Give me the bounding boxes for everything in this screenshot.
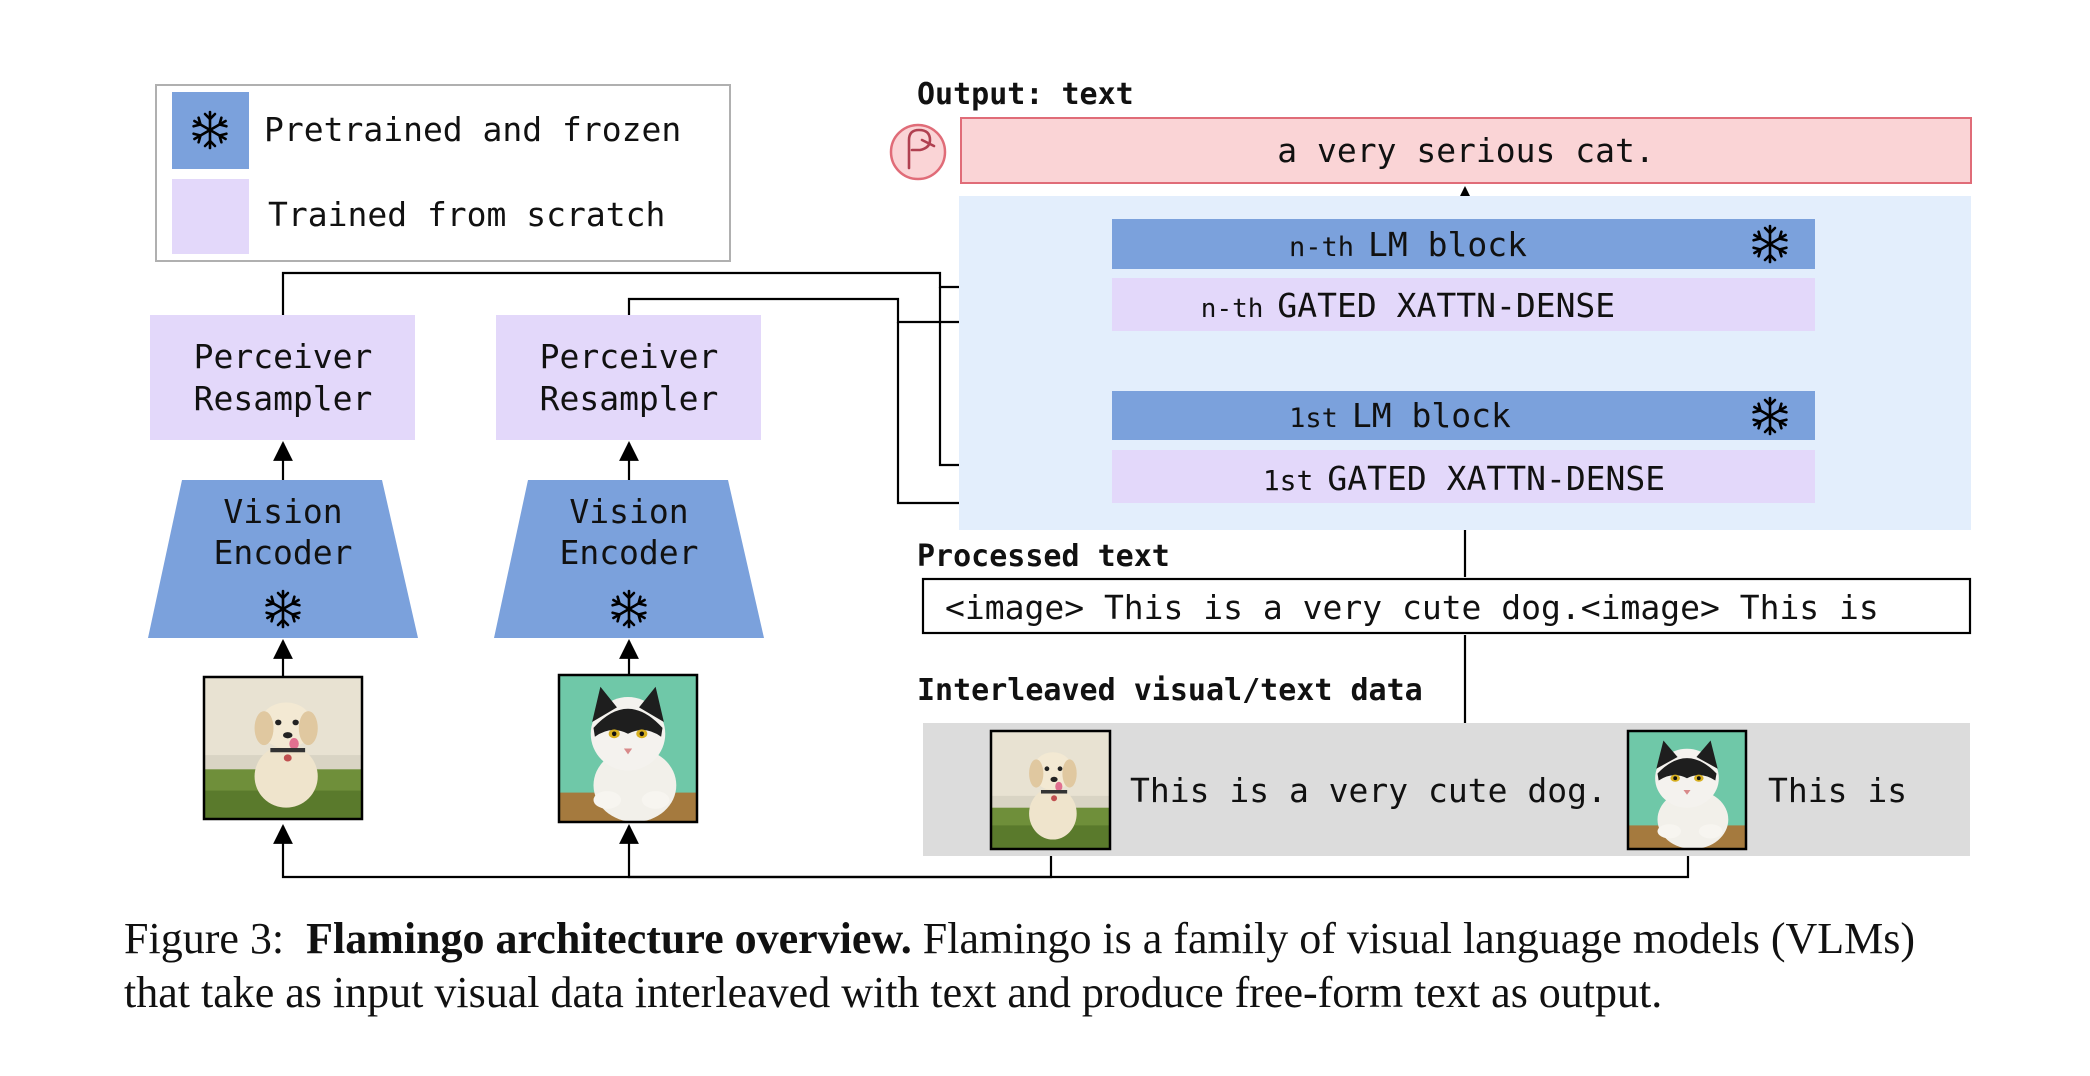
interleaved-data-section: Interleaved visual/text data This is a v… — [917, 673, 1970, 856]
caption-body: Flamingo is a family of visual language … — [124, 914, 1916, 1017]
interleaved-text-1: This is a very cute dog. — [1130, 771, 1607, 810]
vision-encoder-line1: Vision — [569, 492, 688, 531]
svg-text:n-th LM block: n-th LM block — [1289, 225, 1527, 264]
svg-text:n-th GATED XATTN-DENSE: n-th GATED XATTN-DENSE — [1201, 286, 1615, 325]
svg-text:1st GATED XATTN-DENSE: 1st GATED XATTN-DENSE — [1263, 459, 1665, 498]
connector-lines — [273, 186, 1690, 879]
legend-trained-label: Trained from scratch — [268, 195, 665, 234]
caption-prefix: Figure 3: — [124, 914, 285, 963]
vision-encoder-line2: Encoder — [213, 533, 352, 572]
dog-photo — [991, 731, 1110, 849]
vision-branch-2: Perceiver Resampler Vision Encoder — [494, 315, 764, 824]
architecture-diagram: Pretrained and frozen Trained from scrat… — [148, 77, 1972, 879]
dog-photo — [204, 677, 362, 819]
processed-text-section: Processed text <image> This is a very cu… — [917, 539, 1972, 635]
vision-branch-1: Perceiver Resampler Vision Encoder — [148, 315, 418, 821]
nth-lm-block — [1112, 219, 1815, 269]
first-lm-block — [1112, 391, 1815, 440]
svg-text:1st LM block: 1st LM block — [1289, 396, 1511, 435]
output-text: a very serious cat. — [1277, 131, 1655, 170]
nth-xattn-label: GATED XATTN-DENSE — [1277, 286, 1615, 325]
vision-encoder-line2: Encoder — [559, 533, 698, 572]
perceiver-resampler-line1: Perceiver — [194, 337, 373, 376]
perceiver-resampler-line2: Resampler — [194, 379, 373, 418]
vision-encoder-shape — [494, 480, 764, 638]
processed-text: <image> This is a very cute dog.<image> … — [945, 588, 1879, 627]
processed-text-box — [921, 577, 1972, 635]
nth-gated-xattn-dense — [1112, 278, 1815, 331]
cat-photo — [559, 675, 697, 822]
figure-caption: Figure 3: Flamingo architecture overview… — [124, 912, 1984, 1020]
nth-lm-block-label: LM block — [1368, 225, 1527, 264]
interleaved-heading: Interleaved visual/text data — [917, 673, 1423, 708]
first-xattn-prefix: 1st — [1263, 464, 1314, 497]
perceiver-resampler-box — [496, 315, 761, 440]
first-lm-block-label: LM block — [1352, 396, 1511, 435]
language-model-panel: n-th LM block n-th GATED XATTN-DENSE 1st… — [959, 196, 1971, 530]
perceiver-resampler-line1: Perceiver — [540, 337, 719, 376]
nth-lm-block-prefix: n-th — [1289, 232, 1354, 263]
caption-title: Flamingo architecture overview. — [306, 914, 912, 963]
first-lm-block-prefix: 1st — [1289, 403, 1338, 434]
first-xattn-label: GATED XATTN-DENSE — [1327, 459, 1665, 498]
output-section: Output: text a very serious cat. — [889, 77, 1972, 184]
legend-trained-swatch — [172, 179, 249, 254]
cat-photo — [1628, 731, 1746, 849]
perceiver-resampler-box — [150, 315, 415, 440]
vision-encoder-shape — [148, 480, 418, 638]
legend-frozen-label: Pretrained and frozen — [264, 110, 681, 149]
perceiver-resampler-line2: Resampler — [540, 379, 719, 418]
legend: Pretrained and frozen Trained from scrat… — [155, 84, 731, 262]
output-heading: Output: text — [917, 77, 1134, 112]
output-text-box — [960, 117, 1972, 184]
vision-encoder-line1: Vision — [223, 492, 342, 531]
nth-xattn-prefix: n-th — [1201, 294, 1264, 324]
flamingo-icon — [889, 123, 947, 181]
first-gated-xattn-dense — [1112, 450, 1815, 503]
interleaved-text-2: This is — [1768, 771, 1907, 810]
processed-heading: Processed text — [917, 539, 1170, 574]
